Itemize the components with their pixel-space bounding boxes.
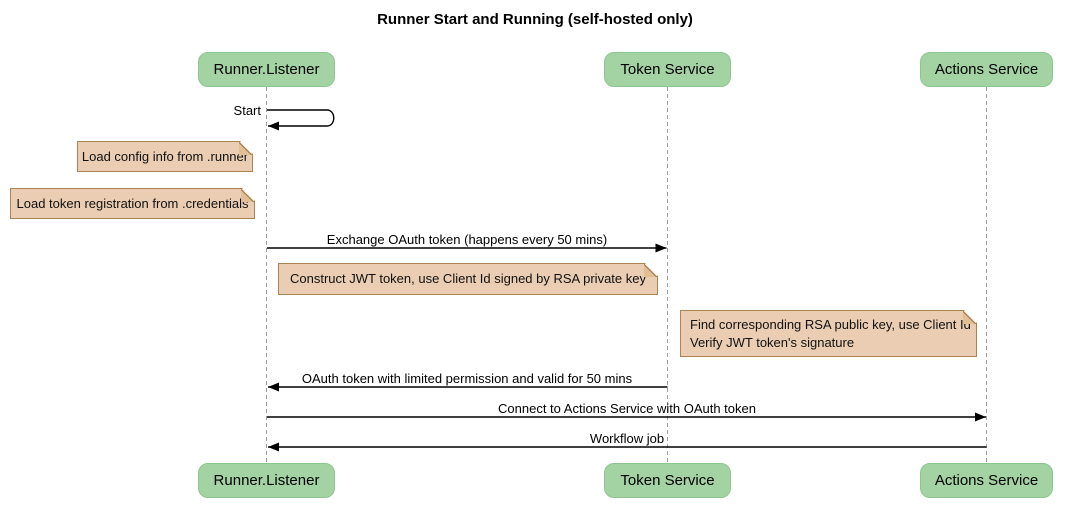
note-load-config: Load config info from .runner — [77, 141, 253, 172]
message-label-oauth-token-reply: OAuth token with limited permission and … — [301, 371, 633, 386]
message-label-exchange-oauth-token: Exchange OAuth token (happens every 50 m… — [326, 232, 608, 247]
note-text-line: Construct JWT token, use Client Id signe… — [290, 271, 646, 286]
diagram-title: Runner Start and Running (self-hosted on… — [377, 11, 693, 28]
message-label-start: Start — [233, 103, 261, 118]
participant-label: Actions Service — [934, 61, 1039, 78]
participant-label: Token Service — [620, 61, 715, 78]
participant-actions-service-top: Actions Service — [920, 52, 1053, 87]
message-label-workflow-job: Workflow job — [589, 431, 665, 446]
participant-actions-service-bottom: Actions Service — [920, 463, 1053, 498]
participant-runner-listener-bottom: Runner.Listener — [198, 463, 335, 498]
participant-label: Token Service — [620, 472, 715, 489]
participant-label: Runner.Listener — [213, 61, 320, 78]
note-text-line: Load config info from .runner — [81, 148, 249, 164]
participant-label: Runner.Listener — [213, 472, 320, 489]
message-arrow-start-self-loop — [267, 109, 335, 131]
participant-label: Actions Service — [934, 472, 1039, 489]
note-verify-jwt: Find corresponding RSA public key, use C… — [680, 310, 977, 357]
participant-runner-listener-top: Runner.Listener — [198, 52, 335, 87]
note-text-line: Load token registration from .credential… — [16, 195, 249, 211]
note-construct-jwt: Construct JWT token, use Client Id signe… — [278, 263, 658, 295]
participant-token-service-top: Token Service — [604, 52, 731, 87]
note-text-line: Find corresponding RSA public key, use C… — [690, 316, 971, 332]
note-text-line: Verify JWT token's signature — [690, 334, 855, 350]
participant-token-service-bottom: Token Service — [604, 463, 731, 498]
message-label-connect-actions-service: Connect to Actions Service with OAuth to… — [498, 401, 756, 416]
note-load-token-registration: Load token registration from .credential… — [10, 188, 255, 219]
